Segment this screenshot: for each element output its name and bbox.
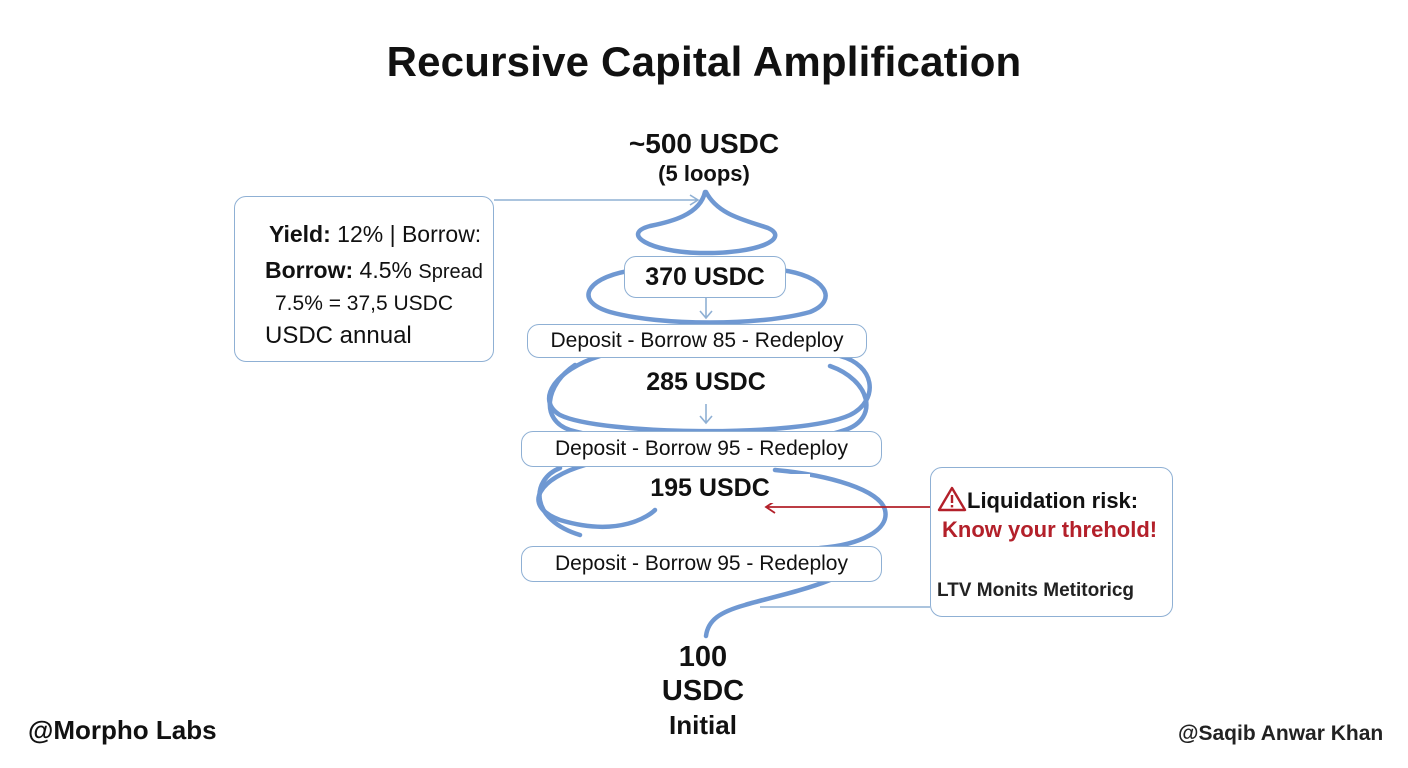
down-arrows <box>699 298 713 425</box>
borrow-value: 4.5% <box>353 257 419 283</box>
spiral-loop-5 <box>537 465 583 538</box>
yield-info-box: Yield: 12% | Borrow: Borrow: 4.5% Spread… <box>234 196 494 362</box>
footer-right-watermark: @Saqib Anwar Khan <box>1178 722 1384 745</box>
level-3-action: Deposit - Borrow 95 - Redeploy <box>555 552 848 575</box>
yield-line-4: USDC annual <box>265 322 412 349</box>
spiral-top-twirl <box>635 189 778 256</box>
loops-count-label: (5 loops) <box>658 161 750 186</box>
footer-left-handle: @Morpho Labs <box>28 715 217 745</box>
level-1-amount: 370 USDC <box>645 262 765 291</box>
initial-amount-label: Initial <box>669 710 737 740</box>
yield-label: Yield: <box>269 221 331 247</box>
initial-amount-unit: USDC <box>661 675 745 707</box>
spread-label: Spread <box>418 261 483 283</box>
ltv-monitoring-note: LTV Monits Metitoricg <box>937 580 1135 601</box>
spiral-tail <box>703 577 833 639</box>
total-amount-label: ~500 USDC <box>628 128 780 159</box>
liquidation-arrow <box>764 500 932 514</box>
initial-amount-number: 100 <box>678 641 728 673</box>
level-3-action-box: Deposit - Borrow 95 - Redeploy <box>521 546 882 582</box>
level-2-action: Deposit - Borrow 95 - Redeploy <box>555 437 848 460</box>
spiral-loop-1 <box>586 267 828 325</box>
diagram-title: Recursive Capital Amplification <box>386 38 1022 85</box>
yield-line-2: Borrow: 4.5% Spread <box>265 257 483 284</box>
level-2-amount: 285 USDC <box>606 368 806 397</box>
risk-subtitle: Know your threhold! <box>942 517 1158 542</box>
risk-title-row: Liquidation risk: <box>937 486 1138 514</box>
borrow-label: Borrow: <box>265 257 354 283</box>
level-1-amount-box: 370 USDC <box>624 256 786 298</box>
yield-connector <box>494 194 700 206</box>
warning-triangle-icon <box>937 486 967 512</box>
level-1-action-box: Deposit - Borrow 85 - Redeploy <box>527 324 867 358</box>
yield-line-3: 7.5% = 37,5 USDC <box>275 292 454 315</box>
yield-value: 12% | Borrow: <box>330 221 482 247</box>
risk-title: Liquidation risk: <box>967 488 1139 513</box>
level-1-action: Deposit - Borrow 85 - Redeploy <box>550 329 844 352</box>
level-2-action-box: Deposit - Borrow 95 - Redeploy <box>521 431 882 467</box>
liquidation-risk-box: Liquidation risk: Know your threhold! LT… <box>930 467 1173 617</box>
spiral-loop-4 <box>536 462 658 530</box>
level-3-amount: 195 USDC <box>610 474 810 503</box>
yield-line-1: Yield: 12% | Borrow: <box>269 221 481 248</box>
spiral-loop-4b <box>772 467 888 551</box>
